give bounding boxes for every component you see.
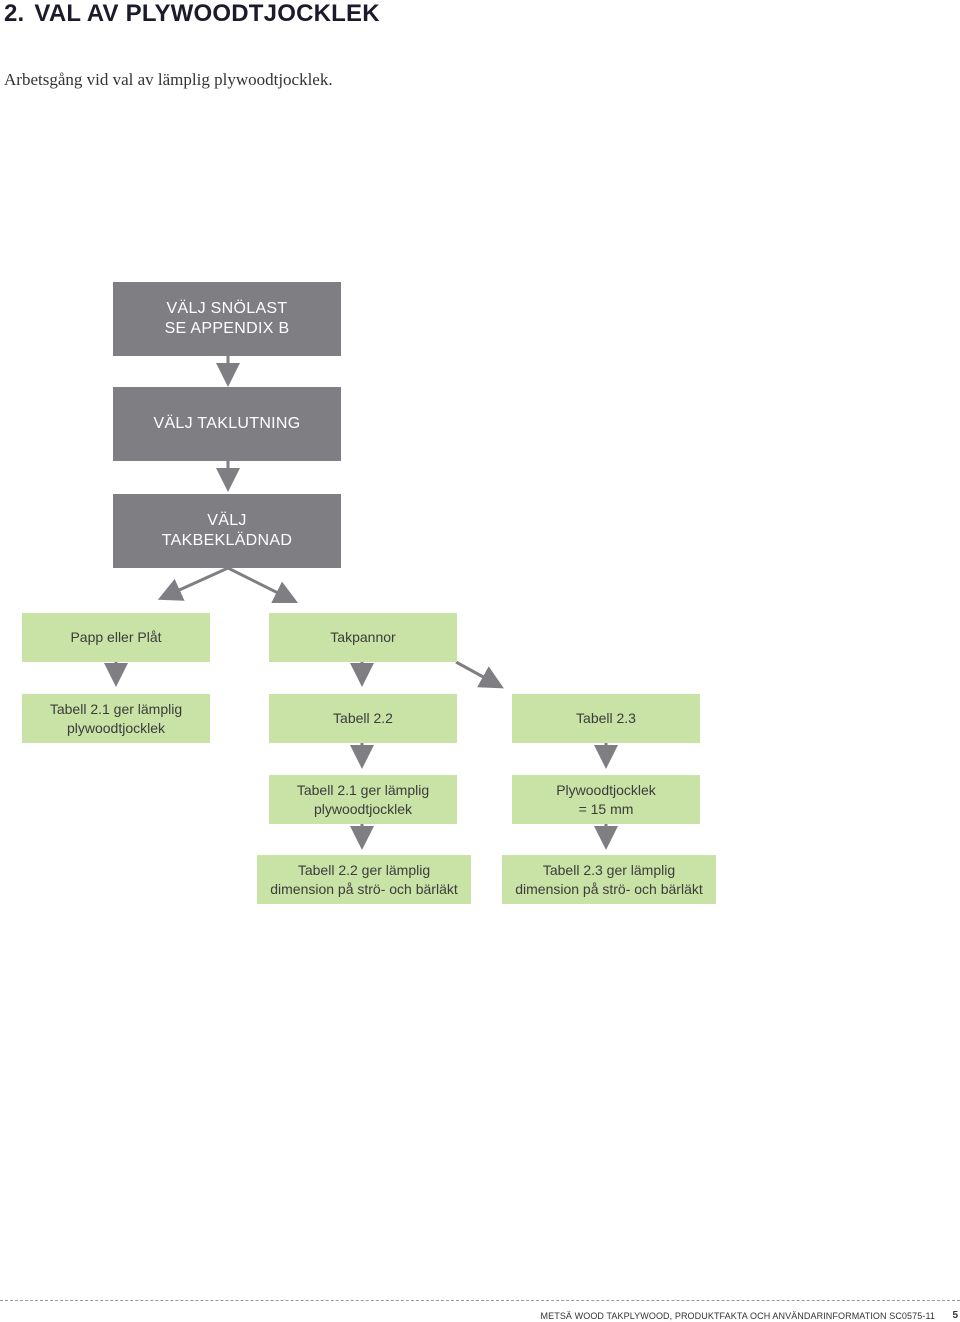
option-felt-or-sheet: Papp eller Plåt xyxy=(22,613,210,662)
step-roof-covering-line-2: TAKBEKLÄDNAD xyxy=(161,532,293,549)
result-tiles-thickness-line-2: plywoodtjocklek xyxy=(313,800,413,817)
page-title: 2. VAL AV PLYWOODTJOCKLEK xyxy=(4,0,380,28)
result-battens-22-line-1: Tabell 2.2 ger lämplig xyxy=(297,861,431,878)
footer-text: METSÄ WOOD TAKPLYWOOD, PRODUKTFAKTA OCH … xyxy=(540,1311,935,1321)
option-roof-tiles: Takpannor xyxy=(269,613,457,662)
step-roof-pitch-label: VÄLJ TAKLUTNING xyxy=(153,415,301,432)
arrow-tiles-to-table23 xyxy=(455,660,504,689)
step-roof-pitch: VÄLJ TAKLUTNING xyxy=(113,387,341,461)
footer-divider xyxy=(0,1300,960,1301)
page-number: 5 xyxy=(952,1310,958,1321)
result-fixed-thickness: Plywoodtjocklek = 15 mm xyxy=(512,775,700,824)
intro-text: Arbetsgång vid val av lämplig plywoodtjo… xyxy=(4,70,333,89)
result-fixed-thickness-line-1: Plywoodtjocklek xyxy=(556,781,656,798)
result-felt-thickness: Tabell 2.1 ger lämplig plywoodtjocklek xyxy=(22,694,210,743)
option-felt-or-sheet-label: Papp eller Plåt xyxy=(70,629,162,645)
result-tiles-thickness: Tabell 2.1 ger lämplig plywoodtjocklek xyxy=(269,775,457,824)
arrow-covering-to-felt xyxy=(157,566,229,601)
table-22-label: Tabell 2.2 xyxy=(333,710,393,726)
step-snow-load-line-1: VÄLJ SNÖLAST xyxy=(166,300,288,317)
result-felt-thickness-line-1: Tabell 2.1 ger lämplig xyxy=(49,700,183,717)
table-23-box: Tabell 2.3 xyxy=(512,694,700,743)
section-title: VAL AV PLYWOODTJOCKLEK xyxy=(34,0,380,27)
step-snow-load: VÄLJ SNÖLAST SE APPENDIX B xyxy=(113,282,341,356)
result-tiles-thickness-line-1: Tabell 2.1 ger lämplig xyxy=(296,781,430,798)
result-battens-22: Tabell 2.2 ger lämplig dimension på strö… xyxy=(257,855,471,904)
step-roof-covering-line-1: VÄLJ xyxy=(207,512,247,529)
result-battens-22-line-2: dimension på strö- och bärläkt xyxy=(270,880,458,897)
table-23-label: Tabell 2.3 xyxy=(576,710,636,726)
arrow-covering-to-tiles xyxy=(227,566,299,604)
result-battens-23-line-2: dimension på strö- och bärläkt xyxy=(515,880,703,897)
table-22-box: Tabell 2.2 xyxy=(269,694,457,743)
result-battens-23-line-1: Tabell 2.3 ger lämplig xyxy=(542,861,676,878)
result-felt-thickness-line-2: plywoodtjocklek xyxy=(66,719,166,736)
option-roof-tiles-label: Takpannor xyxy=(330,629,396,645)
result-battens-23: Tabell 2.3 ger lämplig dimension på strö… xyxy=(502,855,716,904)
result-fixed-thickness-line-2: = 15 mm xyxy=(578,800,634,817)
section-number: 2. xyxy=(4,0,25,27)
step-roof-covering: VÄLJ TAKBEKLÄDNAD xyxy=(113,494,341,568)
step-snow-load-line-2: SE APPENDIX B xyxy=(164,320,290,337)
